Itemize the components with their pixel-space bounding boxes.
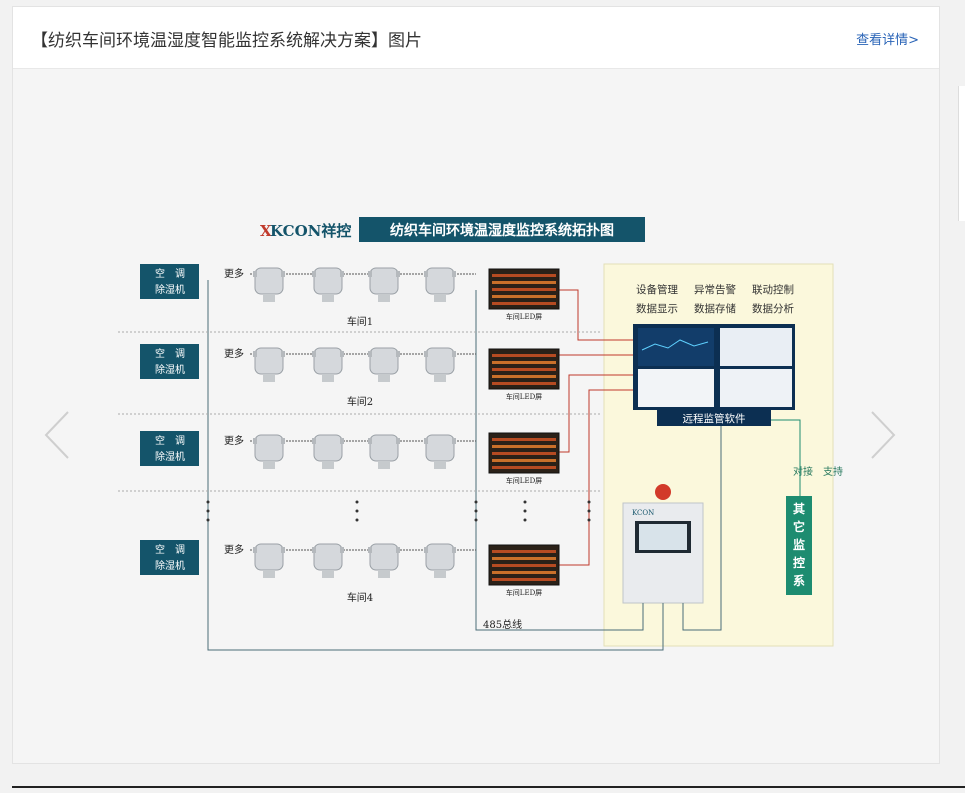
ac-dehumidifier-box (140, 264, 199, 299)
software-label-bg (657, 410, 771, 426)
ellipsis-dots (206, 500, 591, 522)
previous-image-arrow-icon[interactable] (42, 410, 72, 460)
feature-linkage: 联动控制 (752, 283, 794, 296)
ac-dehumidifier-box (140, 344, 199, 379)
workshop-label: 车间4 (347, 591, 373, 604)
row-separators (118, 331, 600, 492)
sensor-icon (312, 347, 344, 382)
feature-data-analysis: 数据分析 (752, 302, 794, 315)
sensor-icon (368, 267, 400, 302)
sensor-icon (253, 543, 285, 578)
feature-data-storage: 数据存储 (694, 302, 736, 315)
more-label: 更多 (224, 434, 244, 447)
banner-title: 纺织车间环境温湿度监控系统拓扑图 (390, 222, 614, 239)
sensor-icon (312, 267, 344, 302)
ac-label-line2: 除湿机 (155, 283, 185, 296)
more-label: 更多 (224, 543, 244, 556)
led-label: 车间LED屏 (506, 312, 542, 321)
feature-device-management: 设备管理 (636, 283, 678, 296)
sensor-icon (424, 267, 456, 302)
sensor-icon (424, 434, 456, 469)
page-title: 【纺织车间环境温湿度智能监控系统解决方案】图片 (31, 31, 422, 51)
led-connections (559, 289, 633, 566)
ac-dehumidifier-box (140, 540, 199, 575)
sensor-icon (424, 347, 456, 382)
banner-bg (359, 217, 645, 242)
side-strip (958, 86, 965, 221)
svg-text:系: 系 (793, 573, 805, 588)
bus-label: 485总线 (483, 618, 522, 631)
feature-list: 设备管理 异常告警 联动控制 数据显示 数据存储 数据分析 (636, 283, 794, 315)
ac-dehumidifier-box (140, 431, 199, 466)
panel-header: 【纺织车间环境温湿度智能监控系统解决方案】图片 查看详情> (13, 7, 939, 69)
led-label: 车间LED屏 (506, 392, 542, 401)
led-label: 车间LED屏 (506, 476, 542, 485)
ac-label-line1: 空 调 (155, 434, 185, 447)
kcon-logo: X KCON祥控 (260, 222, 351, 240)
sensor-icon (424, 543, 456, 578)
sensor-icon (368, 543, 400, 578)
svg-text:X: X (260, 222, 272, 240)
ac-label-line1: 空 调 (155, 543, 185, 556)
led-label: 车间LED屏 (506, 588, 542, 597)
ac-label-line2: 除湿机 (155, 450, 185, 463)
svg-text:其: 其 (793, 501, 805, 516)
sensor-icon (253, 267, 285, 302)
ac-label-line2: 除湿机 (155, 363, 185, 376)
next-image-arrow-icon[interactable] (868, 410, 898, 460)
svg-text:控: 控 (793, 555, 805, 570)
svg-text:它: 它 (793, 519, 805, 534)
sensor-icon (368, 434, 400, 469)
more-label: 更多 (224, 267, 244, 280)
feature-data-display: 数据显示 (636, 302, 678, 315)
ac-label-line1: 空 调 (155, 347, 185, 360)
support-label: 对接 支持 (793, 465, 843, 478)
svg-text:监: 监 (793, 537, 805, 552)
workshop-label: 车间2 (347, 395, 373, 408)
sensor-icon (312, 543, 344, 578)
bus-lines (207, 280, 722, 651)
ac-label-line2: 除湿机 (155, 559, 185, 572)
sensor-icon (253, 434, 285, 469)
workshop-label: 车间1 (347, 315, 373, 328)
feature-alarm: 异常告警 (694, 283, 736, 296)
sensor-icon (368, 347, 400, 382)
alarm-light-icon (655, 484, 671, 500)
more-label: 更多 (224, 347, 244, 360)
ac-label-line1: 空 调 (155, 267, 185, 280)
bottom-divider (12, 786, 965, 788)
view-details-link[interactable]: 查看详情> (856, 33, 919, 48)
software-label: 远程监管软件 (683, 412, 746, 425)
logo-text: KCON祥控 (270, 222, 351, 240)
other-system-box (786, 496, 812, 595)
cabinet-logo: KCON (632, 509, 654, 517)
sensor-icon (312, 434, 344, 469)
sensor-icon (253, 347, 285, 382)
